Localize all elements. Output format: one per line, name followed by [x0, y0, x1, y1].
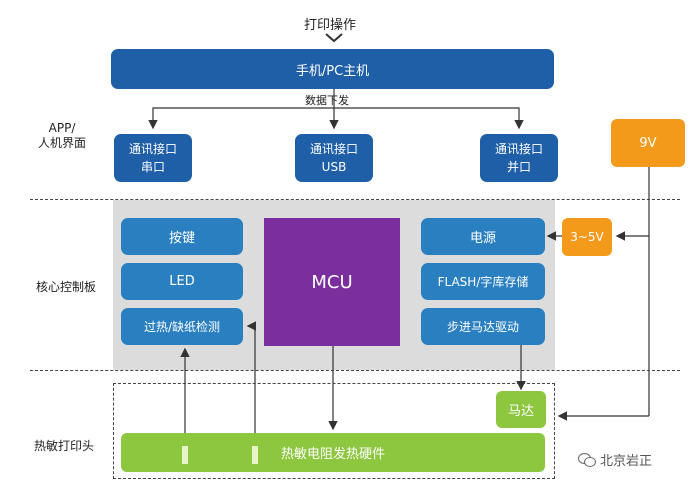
app-label: APP/ 人机界面: [38, 121, 87, 150]
motor-block: 马达: [496, 391, 546, 428]
interface-parallel-name: 并口: [506, 160, 531, 174]
block-flash: FLASH/字库存储: [421, 263, 545, 300]
host-bar: 手机/PC主机: [111, 49, 554, 89]
interface-serial-name: 串口: [140, 160, 165, 174]
block-detection-label: 过热/缺纸检测: [143, 320, 221, 334]
block-led-label: LED: [169, 274, 195, 289]
host-label: 手机/PC主机: [295, 63, 370, 79]
separator-bottom: [30, 370, 680, 371]
block-detection: 过热/缺纸检测: [121, 308, 243, 345]
power-3-5v: 3~5V: [562, 218, 612, 256]
mcu-block: MCU: [264, 218, 400, 346]
power-3-5v-label: 3~5V: [570, 230, 604, 244]
sensor-tick-2: [252, 446, 258, 464]
interface-usb-title: 通讯接口: [309, 142, 358, 156]
wechat-icon: [578, 453, 596, 467]
interface-parallel-title: 通讯接口: [494, 142, 543, 156]
watermark: 北京岩正: [578, 450, 652, 469]
interface-usb-name: USB: [321, 160, 347, 174]
print-head-frame: [113, 383, 555, 479]
interface-serial: 通讯接口 串口: [114, 134, 192, 182]
sensor-tick-1: [182, 446, 188, 464]
interface-parallel: 通讯接口 并口: [480, 134, 558, 182]
block-keys: 按键: [121, 218, 243, 255]
data-down-label: 数据下发: [305, 94, 349, 107]
interface-serial-title: 通讯接口: [128, 142, 177, 156]
heater-bar: 热敏电阻发热硬件: [121, 433, 545, 472]
power-9v: 9V: [611, 119, 685, 167]
block-motor-driver-label: 步进马达驱动: [446, 320, 519, 334]
separator-top: [30, 199, 680, 200]
core-label: 核心控制板: [36, 280, 97, 294]
print-operation-label: 打印操作: [304, 18, 357, 33]
mcu-label: MCU: [311, 271, 353, 293]
block-led: LED: [121, 263, 243, 300]
block-motor-driver: 步进马达驱动: [421, 308, 545, 345]
power-9v-label: 9V: [639, 135, 657, 151]
watermark-label: 北京岩正: [600, 454, 653, 469]
block-keys-label: 按键: [168, 231, 195, 246]
interface-usb: 通讯接口 USB: [295, 134, 373, 182]
block-power-label: 电源: [469, 231, 496, 246]
block-power: 电源: [421, 218, 545, 255]
motor-label: 马达: [507, 404, 534, 419]
heater-label: 热敏电阻发热硬件: [280, 447, 385, 462]
block-flash-label: FLASH/字库存储: [437, 275, 529, 289]
head-label: 热敏打印头: [34, 439, 95, 453]
